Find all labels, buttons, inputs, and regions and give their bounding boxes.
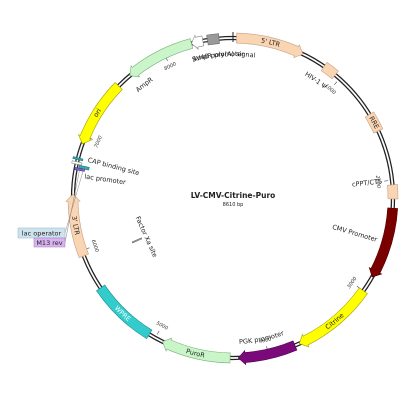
feature-shape-m13[interactable] <box>74 166 86 172</box>
feature-citrine[interactable] <box>298 287 368 348</box>
tick-label: 2000 <box>374 175 381 188</box>
lac-operator-tag-leader <box>64 167 85 234</box>
feature-shape-cap[interactable] <box>72 156 84 162</box>
feature-puror[interactable] <box>162 337 231 364</box>
lac-operator-tag-text: lac operator <box>22 230 62 238</box>
feature-shape-pgk[interactable] <box>237 340 298 366</box>
feature-shape-ori[interactable] <box>77 82 123 145</box>
feature-sv40[interactable] <box>206 33 220 46</box>
feature-label-ori: ori <box>92 107 103 119</box>
plasmid-name: LV-CMV-Citrine-Puro <box>191 191 276 200</box>
feature-label-cppt: cPPT/CTS <box>352 177 383 188</box>
feature-shape-cppt[interactable] <box>387 184 399 200</box>
feature-cmv[interactable] <box>368 207 398 278</box>
feature-hiv[interactable] <box>320 61 339 80</box>
feature-shape-puror[interactable] <box>162 337 231 364</box>
center-title: LV-CMV-Citrine-Puro 8610 bp <box>191 191 276 208</box>
feature-5ltr[interactable] <box>236 32 304 59</box>
feature-shape-citrine[interactable] <box>298 287 368 348</box>
feature-label-hiv: HIV-1 Ψ <box>303 70 328 91</box>
feature-shape-lacpro[interactable] <box>71 160 83 166</box>
feature-shape-5ltr[interactable] <box>236 32 304 59</box>
tick-label: 6000 <box>90 239 100 253</box>
m13-rev-tag: M13 rev <box>33 169 80 248</box>
feature-xa[interactable] <box>131 237 143 244</box>
tick-label: 3000 <box>346 276 358 290</box>
feature-shape-rre[interactable] <box>364 111 384 134</box>
feature-rre[interactable] <box>364 111 384 134</box>
features <box>65 32 399 366</box>
feature-lacpro[interactable] <box>71 160 83 166</box>
m13-rev-tag-box <box>33 237 66 248</box>
m13-rev-tag-text: M13 rev <box>36 239 62 247</box>
feature-m13[interactable] <box>74 166 86 172</box>
tick-mark <box>156 330 160 335</box>
feature-ori[interactable] <box>77 82 123 145</box>
plasmid-size: 8610 bp <box>223 202 244 208</box>
feature-pgk[interactable] <box>237 340 298 366</box>
feature-label-ampr: AmpR <box>134 75 155 94</box>
feature-label-cmv: CMV Promoter <box>331 223 378 244</box>
tick-label: 4000 <box>258 337 272 346</box>
feature-wpre[interactable] <box>96 284 153 339</box>
feature-shape-hiv[interactable] <box>320 61 339 80</box>
tick-label: 5000 <box>155 320 169 331</box>
feature-shape-sv40[interactable] <box>206 33 220 46</box>
feature-shape-amprp[interactable] <box>191 34 205 50</box>
feature-label-lacpro: lac promoter <box>84 172 127 186</box>
feature-shape-ampr[interactable] <box>129 38 194 78</box>
feature-amprp[interactable] <box>191 34 205 50</box>
feature-shape-wpre[interactable] <box>96 284 153 339</box>
feature-shape-lacop[interactable] <box>78 164 90 171</box>
tick-label: 8000 <box>163 61 177 72</box>
feature-cppt[interactable] <box>387 184 399 200</box>
tick-mark <box>334 81 338 85</box>
tick-label: 7000 <box>94 135 104 149</box>
feature-cap[interactable] <box>72 156 84 162</box>
feature-label-sv40: SV40 poly(A) signal <box>191 50 256 64</box>
feature-shape-cmv[interactable] <box>368 207 398 278</box>
feature-lacop[interactable] <box>78 164 90 171</box>
factor-xa-label: Factor Xa site <box>134 215 159 259</box>
feature-label-ltr3: 3' LTR <box>70 216 81 237</box>
m13-rev-tag-leader <box>64 169 80 243</box>
feature-shape-xa[interactable] <box>131 237 143 244</box>
feature-ampr[interactable] <box>129 38 194 78</box>
